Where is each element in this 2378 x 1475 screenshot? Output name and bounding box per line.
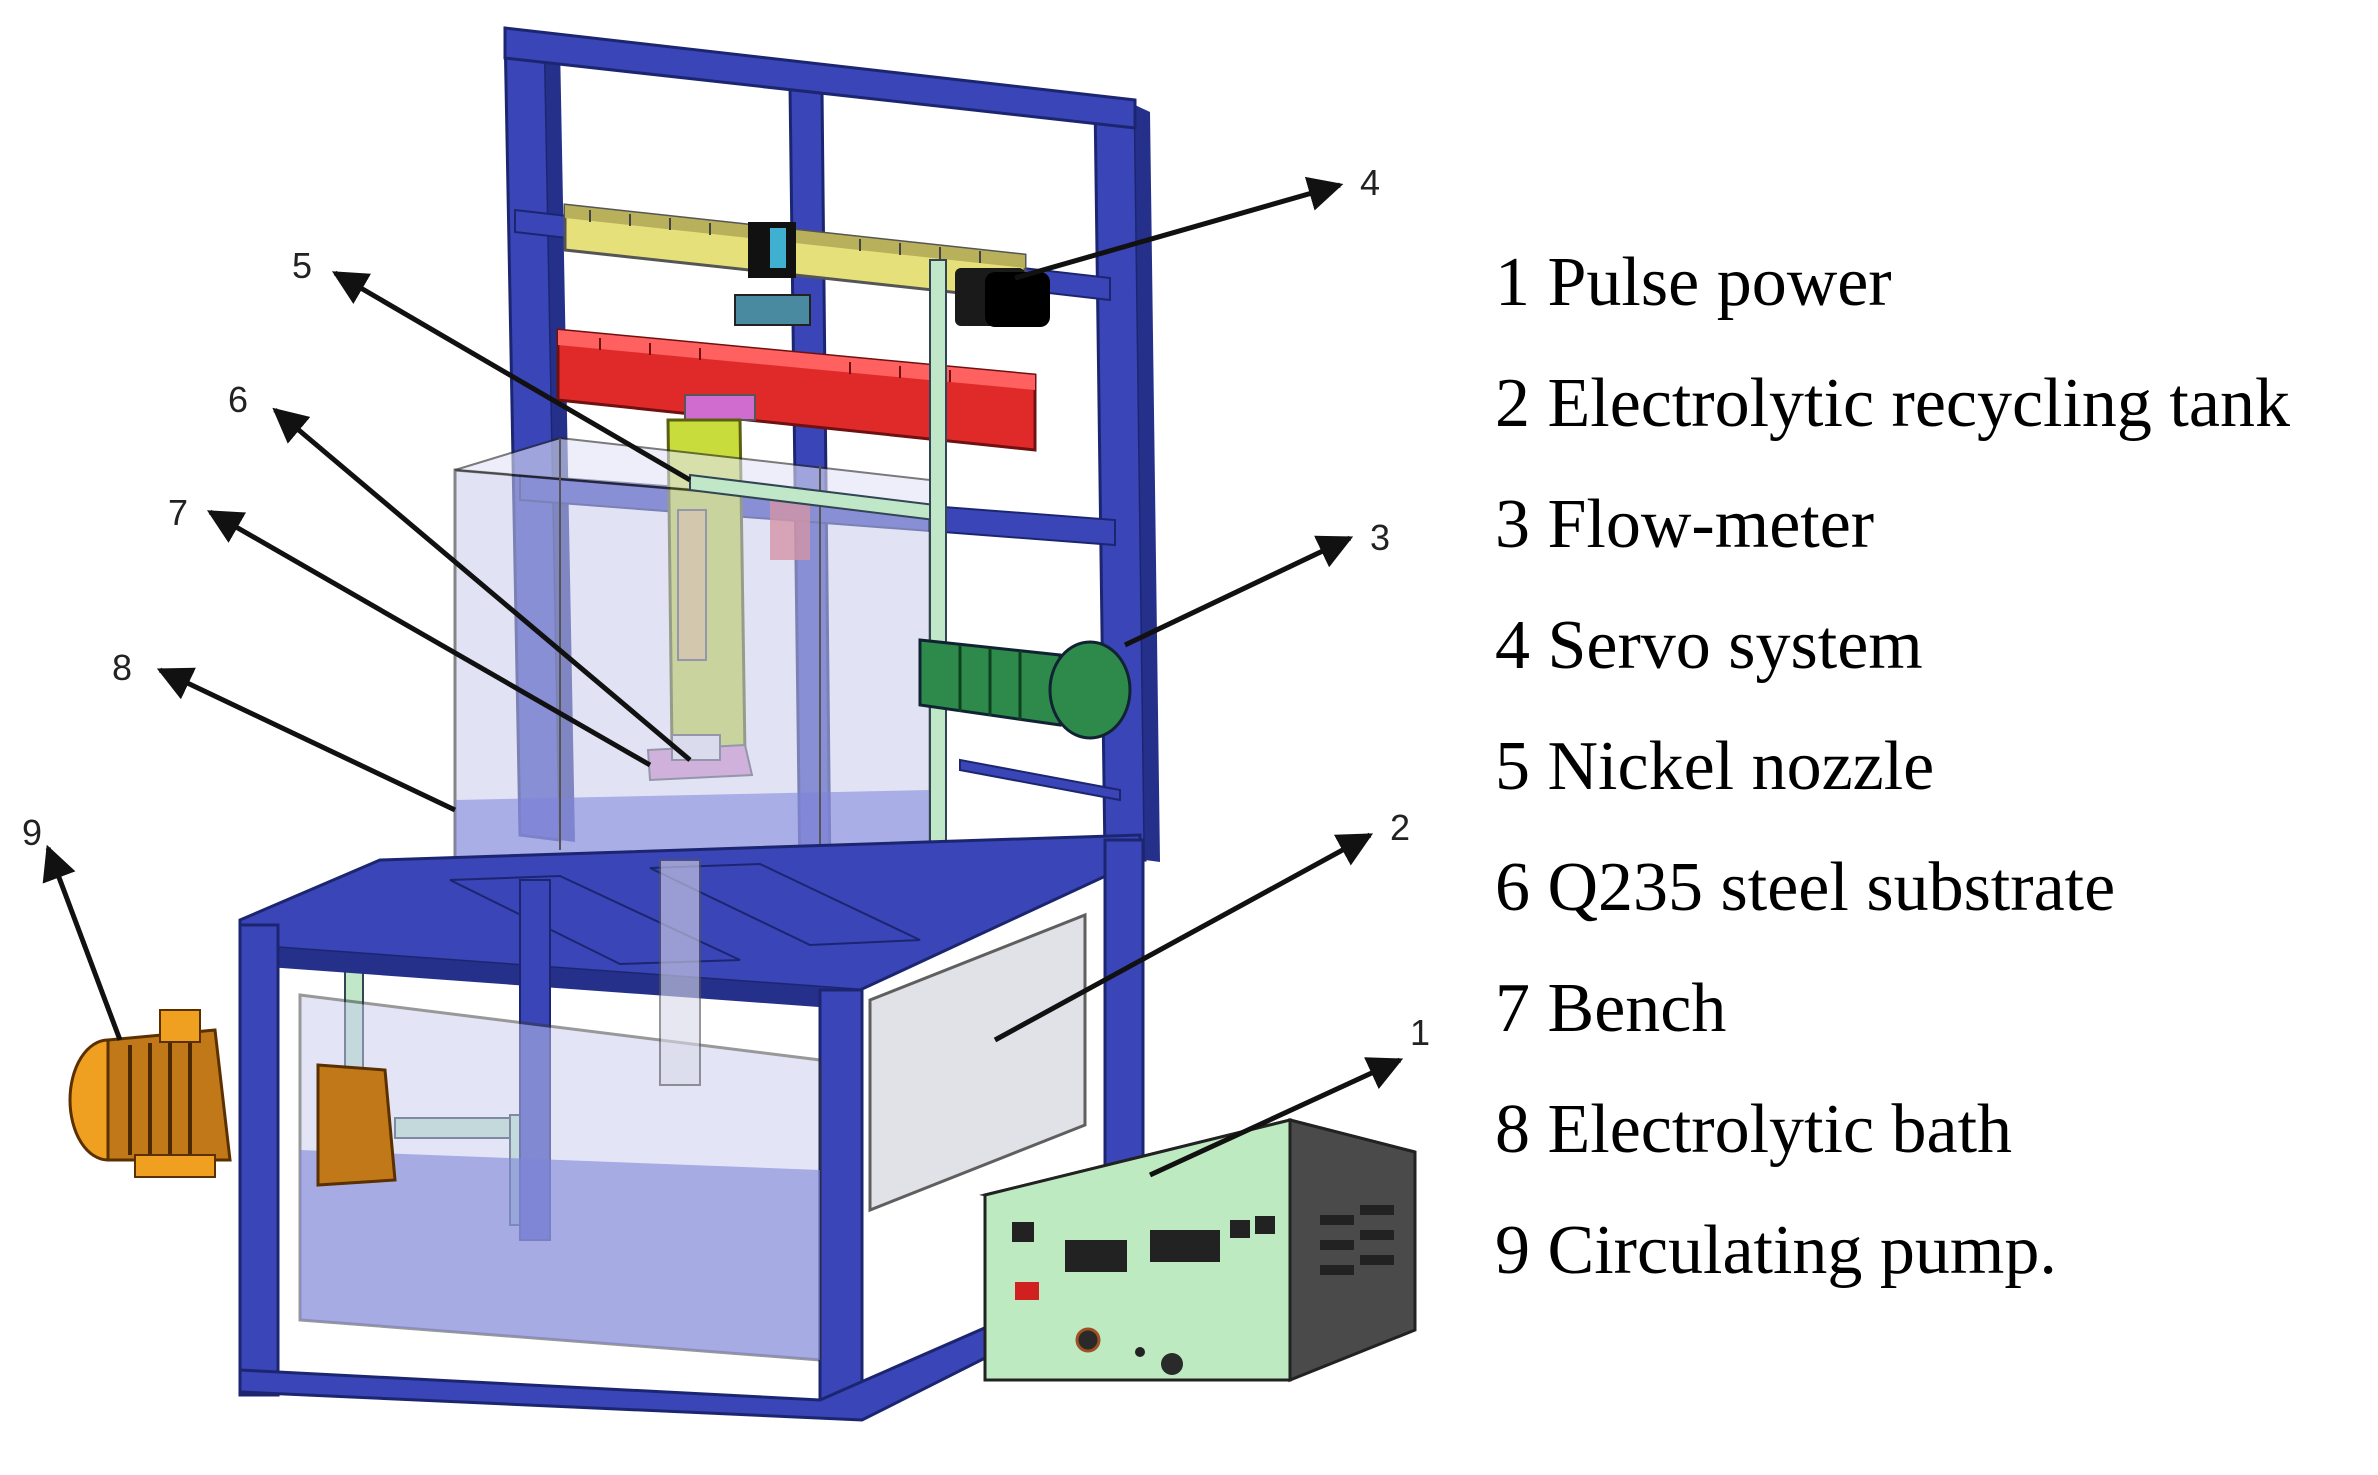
pulse-power-unit [979, 1118, 1417, 1383]
callout-numbers: 1 2 3 4 5 6 7 8 9 [22, 162, 1430, 1053]
legend-item: 9 Circulating pump. [1495, 1212, 2057, 1289]
arrow-icon [331, 270, 692, 483]
callout-4: 4 [1360, 162, 1380, 203]
callout-3: 3 [1370, 517, 1390, 558]
flow-meter [918, 638, 1132, 740]
arrow-icon [42, 844, 123, 1041]
arrow-icon [1148, 1057, 1404, 1178]
legend-item: 7 Bench [1495, 970, 1727, 1047]
legend-item: 8 Electrolytic bath [1495, 1091, 2013, 1168]
arrow-icon [1123, 535, 1354, 648]
legend-item: 2 Electrolytic recycling tank [1495, 365, 2290, 442]
callout-9: 9 [22, 812, 42, 853]
electrolytic-recycling-tank [868, 912, 1087, 1213]
legend-item: 4 Servo system [1495, 607, 1923, 684]
callout-6: 6 [228, 379, 248, 420]
callout-5: 5 [292, 245, 312, 286]
legend-item: 1 Pulse power [1495, 244, 1892, 321]
callout-arrows [42, 176, 1404, 1178]
legend-item: 5 Nickel nozzle [1495, 728, 1935, 805]
legend: 1 Pulse power 2 Electrolytic recycling t… [1495, 238, 2290, 1327]
arrow-icon [272, 407, 692, 762]
arrow-icon [156, 667, 457, 813]
callout-2: 2 [1390, 807, 1410, 848]
arrow-icon [206, 509, 652, 768]
circulating-pump [68, 1009, 397, 1187]
arrow-icon [993, 832, 1374, 1043]
arrow-icon [1014, 176, 1344, 281]
callout-7: 7 [168, 492, 188, 533]
lower-tank [298, 859, 822, 1362]
legend-item: 3 Flow-meter [1495, 486, 1875, 563]
callout-1: 1 [1410, 1012, 1430, 1053]
callout-8: 8 [112, 647, 132, 688]
legend-item: 6 Q235 steel substrate [1495, 849, 2116, 926]
servo-system [556, 203, 1050, 452]
